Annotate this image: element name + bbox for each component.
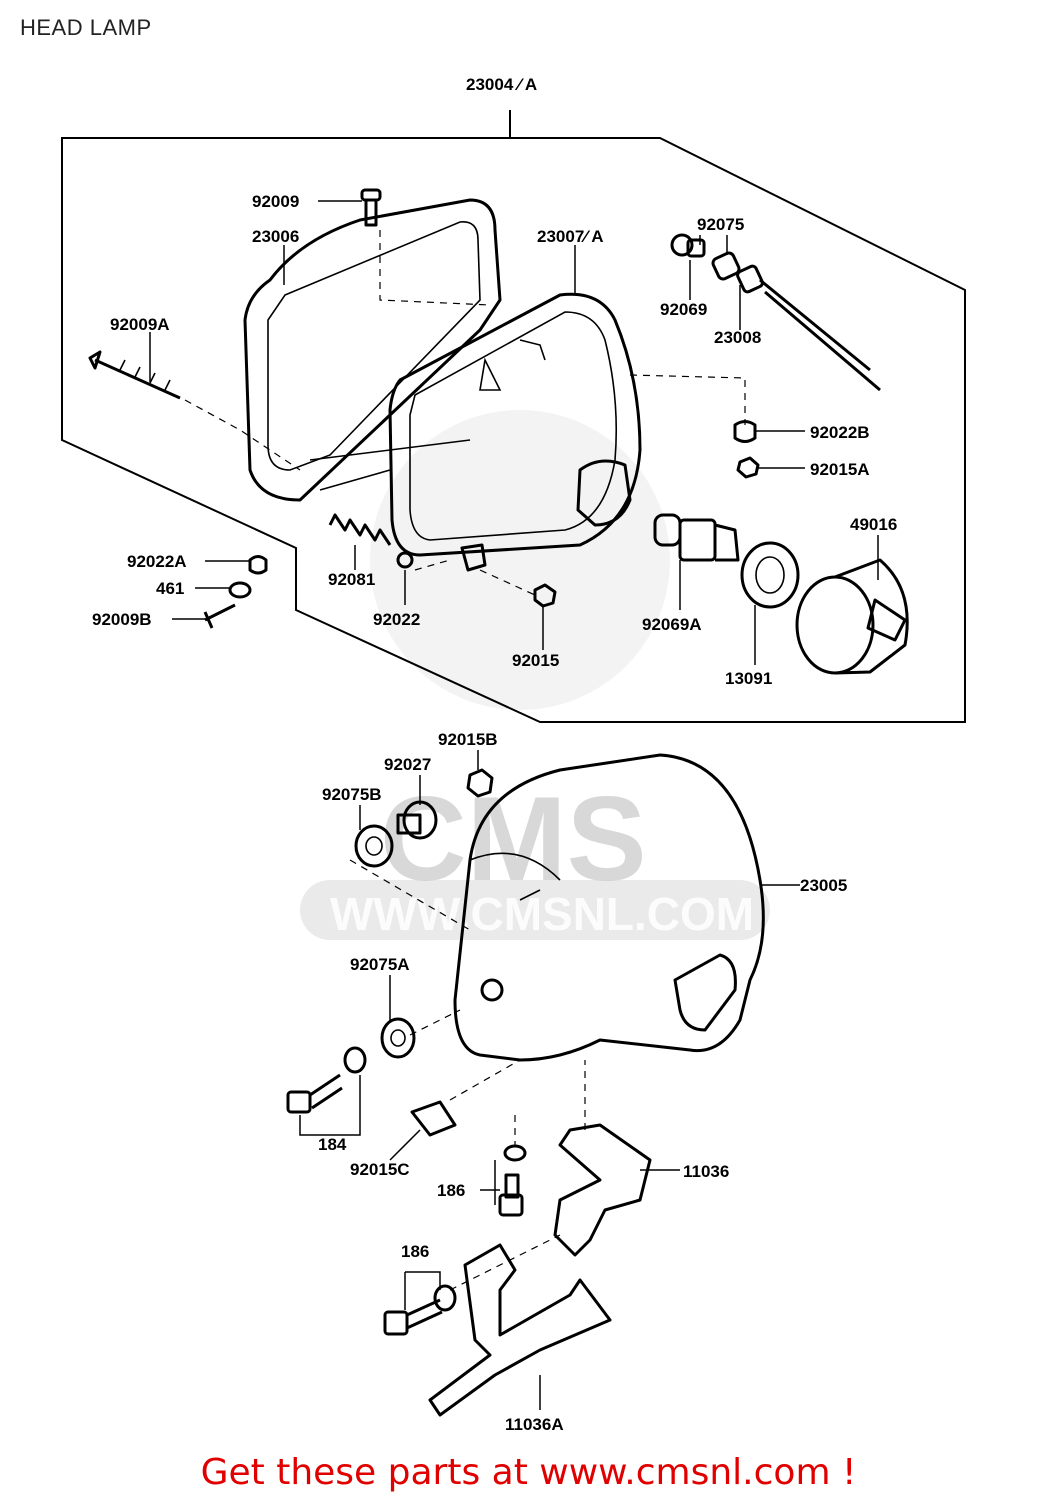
label-92081: 92081 — [328, 570, 375, 589]
label-92009a: 92009A — [110, 315, 170, 334]
washer-461 — [228, 581, 252, 599]
label-186-lower: 186 — [401, 1242, 429, 1261]
label-92069a: 92069A — [642, 615, 702, 634]
label-92015b: 92015B — [438, 730, 498, 749]
nut-92015 — [533, 583, 557, 608]
headlight-unit-23007a — [388, 292, 642, 557]
leader-lines — [149, 200, 879, 1410]
spring-92081 — [328, 513, 392, 546]
label-92075a: 92075A — [350, 955, 410, 974]
screw-92009b — [203, 603, 236, 629]
part-labels: 23004 ⁄ A 92009 23006 23007⁄ A 92075 920… — [92, 75, 897, 1434]
grommet-92022 — [396, 551, 414, 569]
bracket-11036 — [553, 1123, 652, 1257]
label-92075: 92075 — [697, 215, 744, 234]
label-11036a: 11036A — [505, 1415, 564, 1434]
label-49016: 49016 — [850, 515, 897, 534]
bracket-11036a — [428, 1243, 612, 1417]
label-92022: 92022 — [373, 610, 420, 629]
label-11036: 11036 — [683, 1162, 729, 1181]
watermark-url: WWW.CMSNL.COM — [330, 888, 754, 940]
grommet-92022b — [733, 420, 757, 443]
dust-cover-49016 — [795, 558, 909, 675]
label-184: 184 — [318, 1135, 347, 1154]
label-186-upper: 186 — [437, 1181, 465, 1200]
screw-92009a — [88, 350, 181, 400]
page-title: HEAD LAMP — [20, 15, 152, 40]
assembly-lines — [184, 230, 746, 1291]
label-92009b: 92009B — [92, 610, 152, 629]
bracket-clip — [460, 543, 487, 572]
assembly-boundary — [61, 110, 966, 723]
rim-23006 — [243, 198, 502, 502]
bolt-186-upper — [498, 1144, 527, 1217]
label-13091: 13091 — [725, 669, 772, 688]
bolt-184 — [286, 1073, 343, 1114]
label-92069: 92069 — [660, 300, 707, 319]
label-23008: 23008 — [714, 328, 761, 347]
nut-92015b — [466, 768, 494, 798]
watermark-brand: CMS — [380, 772, 647, 906]
label-23006: 23006 — [252, 227, 299, 246]
screw-92009 — [360, 188, 382, 227]
bulb-and-harness — [670, 233, 881, 392]
nut-92015a — [736, 456, 760, 479]
washer — [343, 1046, 367, 1074]
label-461: 461 — [156, 579, 184, 598]
label-92009: 92009 — [252, 192, 299, 211]
label-23005: 23005 — [800, 876, 847, 895]
grommet-92075a — [380, 1017, 416, 1059]
nut-92015c — [410, 1100, 457, 1137]
footer-cta-link[interactable]: Get these parts at www.cmsnl.com ! — [200, 1452, 857, 1493]
socket-13091 — [740, 541, 800, 609]
label-92015: 92015 — [512, 651, 559, 670]
label-23004a: 23004 ⁄ A — [466, 75, 537, 94]
label-92022a: 92022A — [127, 552, 187, 571]
label-92015a: 92015A — [810, 460, 870, 479]
bolt-186-lower — [383, 1284, 457, 1336]
watermark: CMS WWW.CMSNL.COM — [300, 410, 770, 940]
grommet-92022a — [248, 555, 268, 575]
bulb-92069a — [653, 513, 740, 562]
housing-23005 — [453, 753, 765, 1062]
label-92027: 92027 — [384, 755, 431, 774]
grommet-92075b — [354, 824, 394, 868]
label-92022b: 92022B — [810, 423, 870, 442]
label-92075b: 92075B — [322, 785, 382, 804]
label-23007a: 23007⁄ A — [537, 227, 603, 246]
label-92015c: 92015C — [350, 1160, 410, 1179]
